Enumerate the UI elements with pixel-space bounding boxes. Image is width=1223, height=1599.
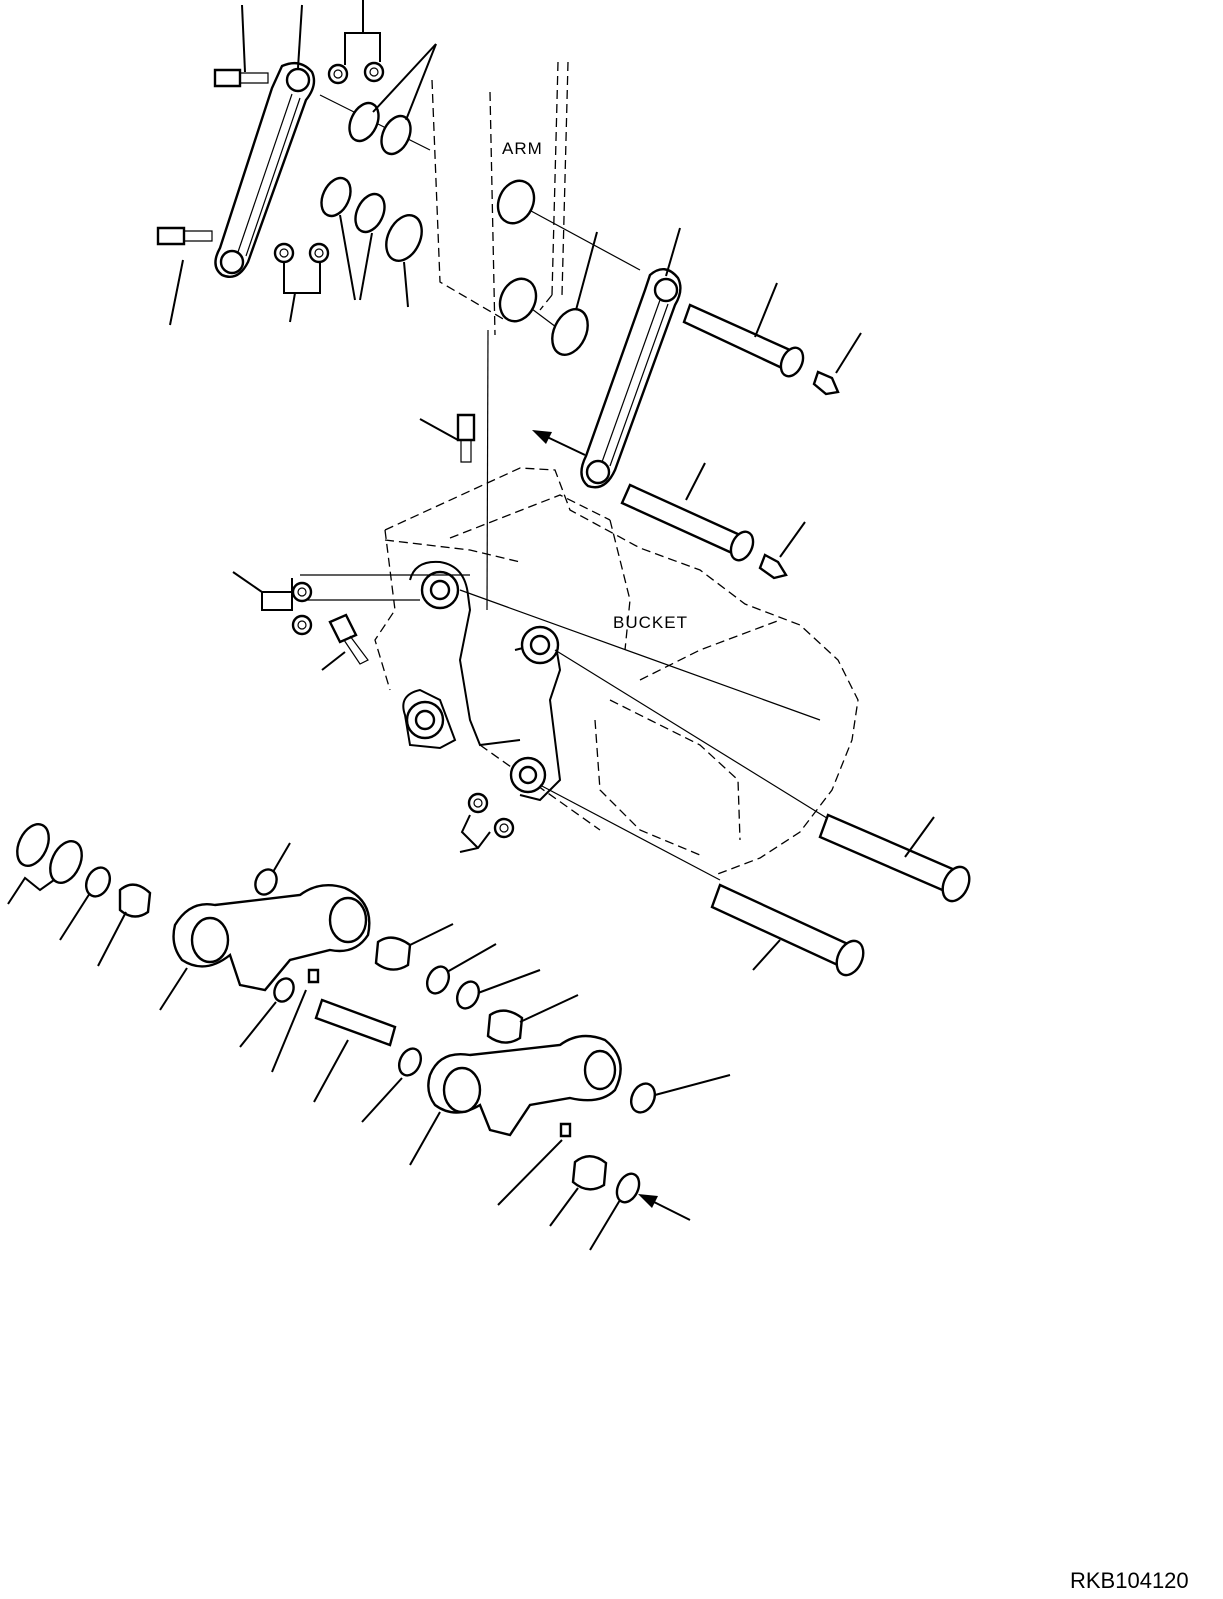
bucket-hinge-bracket bbox=[402, 560, 562, 802]
center-lines bbox=[300, 94, 831, 881]
bucket-side-fasteners bbox=[291, 581, 515, 839]
main-pins bbox=[710, 813, 971, 977]
arm-label: ARM bbox=[502, 139, 543, 158]
left-link-assembly bbox=[156, 61, 589, 356]
drawing-code: RKB104120 bbox=[1070, 1568, 1189, 1593]
bucket-label: BUCKET bbox=[613, 613, 688, 632]
bucket-outline bbox=[374, 467, 859, 876]
top-bolt bbox=[456, 413, 476, 463]
arm-outline bbox=[431, 61, 569, 336]
right-link-assembly bbox=[532, 268, 840, 580]
lower-linkage-group bbox=[16, 823, 691, 1221]
leader-lines bbox=[7, 0, 935, 1251]
